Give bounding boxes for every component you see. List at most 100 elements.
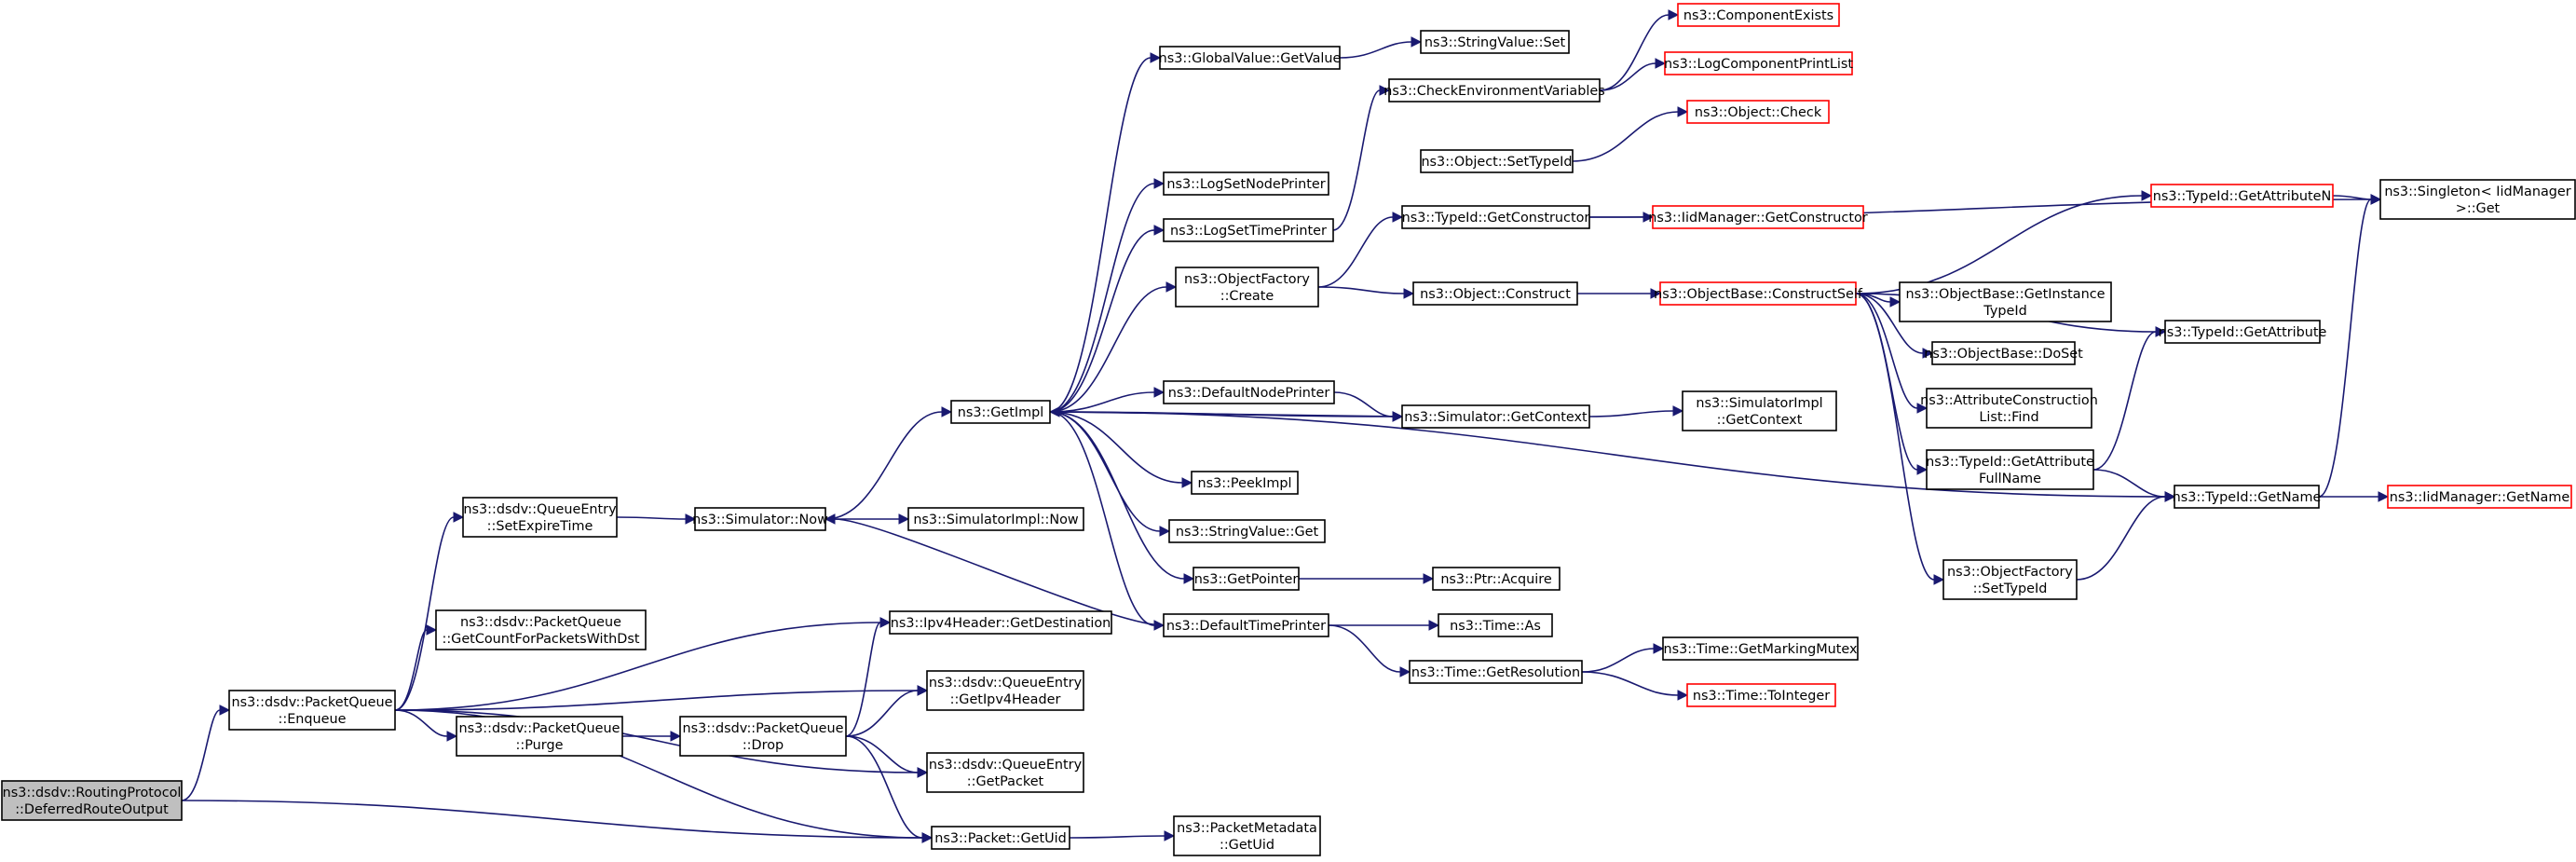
node-box [1659,281,1857,306]
node-deftime[interactable]: ns3::DefaultTimePrinter [1163,613,1329,637]
node-svset[interactable]: ns3::StringValue::Set [1420,30,1570,54]
node-label: ns3::SimulatorImpl [1696,396,1822,411]
node-tidgetattrn[interactable]: ns3::TypeId::GetAttributeN [2150,184,2334,208]
node-label: ::Purge [516,738,564,753]
node-box [2150,184,2334,208]
edge-simnow-to-getimpl [825,406,953,520]
node-box [1420,30,1570,54]
node-simnow[interactable]: ns3::Simulator::Now [692,507,828,531]
node-tidgetctor[interactable]: ns3::TypeId::GetConstructor [1401,205,1590,229]
edge-checkenv-to-logcomplist [1599,58,1667,91]
node-purge[interactable]: ns3::dsdv::PacketQueue::Purge [456,716,623,757]
node-box [1168,519,1326,543]
node-label: ns3::Simulator::Now [692,513,828,527]
node-box [1193,567,1300,591]
node-getuid[interactable]: ns3::Packet::GetUid [931,826,1070,850]
node-tidgetattr[interactable]: ns3::TypeId::GetAttribute [2159,320,2327,344]
node-setexpire[interactable]: ns3::dsdv::QueueEntry::SetExpireTime [462,497,618,538]
node-implnow[interactable]: ns3::SimulatorImpl::Now [907,507,1084,531]
node-ofsettype[interactable]: ns3::ObjectFactory::SetTypeId [1942,559,2078,600]
node-box [2164,320,2321,344]
edge-deftime-to-timeas [1329,620,1440,631]
edge-deftime-to-simnow [824,513,1165,626]
node-objcheck[interactable]: ns3::Object::Check [1686,100,1830,124]
node-label: ns3::dsdv::QueueEntry [929,758,1083,773]
node-objconstruct[interactable]: ns3::Object::Construct [1412,281,1578,306]
node-iidgetctor[interactable]: ns3::IidManager::GetConstructor [1648,205,1868,229]
node-markmutex[interactable]: ns3::Time::GetMarkingMutex [1662,636,1859,661]
node-box [435,609,647,650]
node-box [228,690,396,731]
node-iidgetname[interactable]: ns3::IidManager::GetName [2387,485,2572,509]
node-label: ns3::TypeId::GetAttributeN [2153,189,2332,204]
node-enqueue[interactable]: ns3::dsdv::PacketQueue::Enqueue [228,690,396,731]
node-label: ::GetPacket [967,774,1044,789]
node-label: ns3::IidManager::GetConstructor [1648,211,1868,226]
node-ofcreate[interactable]: ns3::ObjectFactory::Create [1175,267,1319,308]
node-label: ns3::SimulatorImpl::Now [913,513,1079,527]
node-logtime[interactable]: ns3::LogSetTimePrinter [1163,218,1334,242]
node-getipv4[interactable]: ns3::dsdv::QueueEntry::GetIpv4Header [926,670,1084,711]
node-checkenv[interactable]: ns3::CheckEnvironmentVariables [1383,78,1605,103]
node-defnode[interactable]: ns3::DefaultNodePrinter [1163,380,1335,404]
edge-getimpl-to-getpointer [1049,411,1195,584]
node-svget[interactable]: ns3::StringValue::Get [1168,519,1326,543]
node-tointeger[interactable]: ns3::Time::ToInteger [1686,683,1836,707]
edge-enqueue-to-purge [394,709,458,742]
node-label: ns3::AttributeConstruction [1920,393,2098,408]
edge-ofcreate-to-objconstruct [1317,286,1415,299]
node-getpointer[interactable]: ns3::GetPointer [1193,567,1300,591]
node-label: ns3::LogSetTimePrinter [1170,224,1327,239]
node-timeres[interactable]: ns3::Time::GetResolution [1409,660,1583,684]
node-timeas[interactable]: ns3::Time::As [1438,613,1553,637]
node-implgetctx[interactable]: ns3::SimulatorImpl::GetContext [1682,390,1837,431]
node-label: List::Find [1979,410,2038,425]
node-logcomplist[interactable]: ns3::LogComponentPrintList [1664,51,1853,75]
node-drop[interactable]: ns3::dsdv::PacketQueue::Drop [679,716,847,757]
node-box [1677,3,1840,27]
node-label: ns3::ObjectFactory [1184,272,1310,287]
node-label: ns3::TypeId::GetConstructor [1402,211,1590,226]
edge-gvgetvalue-to-svset [1339,36,1423,59]
edge-drop-to-ipv4dest [845,617,892,737]
node-box [694,507,826,531]
node-getpacket[interactable]: ns3::dsdv::QueueEntry::GetPacket [926,752,1084,793]
node-box [1926,449,2094,490]
node-obdoset[interactable]: ns3::ObjectBase::DoSet [1924,341,2083,365]
node-box [1163,380,1335,404]
node-gvgetvalue[interactable]: ns3::GlobalValue::GetValue [1159,46,1342,70]
node-ipv4dest[interactable]: ns3::Ipv4Header::GetDestination [889,610,1112,635]
node-simgetctx[interactable]: ns3::Simulator::GetContext [1401,404,1590,429]
node-label: ns3::TypeId::GetName [2173,490,2322,505]
edge-enqueue-to-getcount [394,624,438,711]
node-obconstructself[interactable]: ns3::ObjectBase::ConstructSelf [1654,281,1863,306]
node-getimpl[interactable]: ns3::GetImpl [950,400,1051,424]
edge-tidgetname-to-iidgetname [2319,491,2390,502]
node-box [1163,218,1334,242]
node-peekimpl[interactable]: ns3::PeekImpl [1191,471,1299,495]
node-objsettype[interactable]: ns3::Object::SetTypeId [1420,149,1574,173]
node-box [456,716,623,757]
node-singleton[interactable]: ns3::Singleton< IidManager >::Get [2379,179,2576,220]
node-box [2174,485,2320,509]
node-label: ns3::LogSetNodePrinter [1166,177,1325,192]
edge-root-to-enqueue [181,705,231,801]
node-lognode[interactable]: ns3::LogSetNodePrinter [1163,171,1329,196]
edge-obconstructself-to-tidgetattrn [1855,190,2153,294]
node-metauid[interactable]: ns3::PacketMetadata::GetUid [1173,815,1321,856]
node-tidgetname[interactable]: ns3::TypeId::GetName [2173,485,2322,509]
node-ptracquire[interactable]: ns3::Ptr::Acquire [1432,567,1561,591]
node-box [1664,51,1853,75]
node-box [679,716,847,757]
node-label: ns3::StringValue::Set [1424,35,1566,50]
node-box [1926,388,2092,429]
node-label: ns3::PeekImpl [1197,476,1291,491]
node-box [1388,78,1601,103]
node-compexists[interactable]: ns3::ComponentExists [1677,3,1840,27]
node-box [950,400,1051,424]
node-getcount[interactable]: ns3::dsdv::PacketQueue::GetCountForPacke… [435,609,647,650]
edge-getuid-to-metauid [1069,830,1176,841]
